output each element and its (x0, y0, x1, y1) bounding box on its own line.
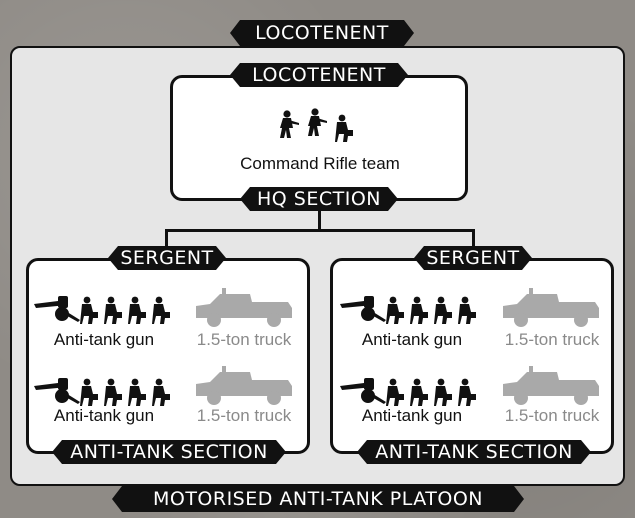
anti-tank-gun-label: Anti-tank gun (53, 406, 155, 425)
anti-tank-gun-label: Anti-tank gun (361, 406, 463, 425)
command-rifle-team-icon (280, 108, 353, 142)
anti-tank-section-banner: ANTI-TANK SECTION (52, 440, 286, 464)
anti-tank-gun-icon (34, 378, 170, 406)
command-team-label: Command Rifle team (240, 154, 400, 173)
truck-icon (196, 366, 292, 405)
anti-tank-gun-label: Anti-tank gun (53, 330, 155, 349)
platoon-title-banner: MOTORISED ANTI-TANK PLATOON (112, 486, 524, 512)
platoon-commander-banner: LOCOTENENT (230, 20, 414, 46)
section-leader-banner: SERGENT (108, 246, 226, 270)
anti-tank-gun-icon (340, 378, 476, 406)
hq-section-banner: HQ SECTION (240, 187, 398, 211)
hq-commander-banner: LOCOTENENT (230, 63, 408, 87)
section-connector (165, 229, 475, 232)
truck-label: 1.5-ton truck (196, 330, 292, 349)
anti-tank-gun-label: Anti-tank gun (361, 330, 463, 349)
left-section-connector (165, 229, 168, 251)
right-section-connector (472, 229, 475, 251)
anti-tank-section-banner: ANTI-TANK SECTION (357, 440, 591, 464)
truck-icon (196, 288, 292, 327)
anti-tank-gun-icon (340, 296, 476, 324)
truck-icon (503, 366, 599, 405)
anti-tank-section-box (330, 258, 614, 454)
truck-icon (503, 288, 599, 327)
hq-connector (318, 201, 321, 231)
section-leader-banner: SERGENT (414, 246, 532, 270)
truck-label: 1.5-ton truck (196, 406, 292, 425)
anti-tank-gun-icon (34, 296, 170, 324)
truck-label: 1.5-ton truck (504, 330, 600, 349)
truck-label: 1.5-ton truck (504, 406, 600, 425)
